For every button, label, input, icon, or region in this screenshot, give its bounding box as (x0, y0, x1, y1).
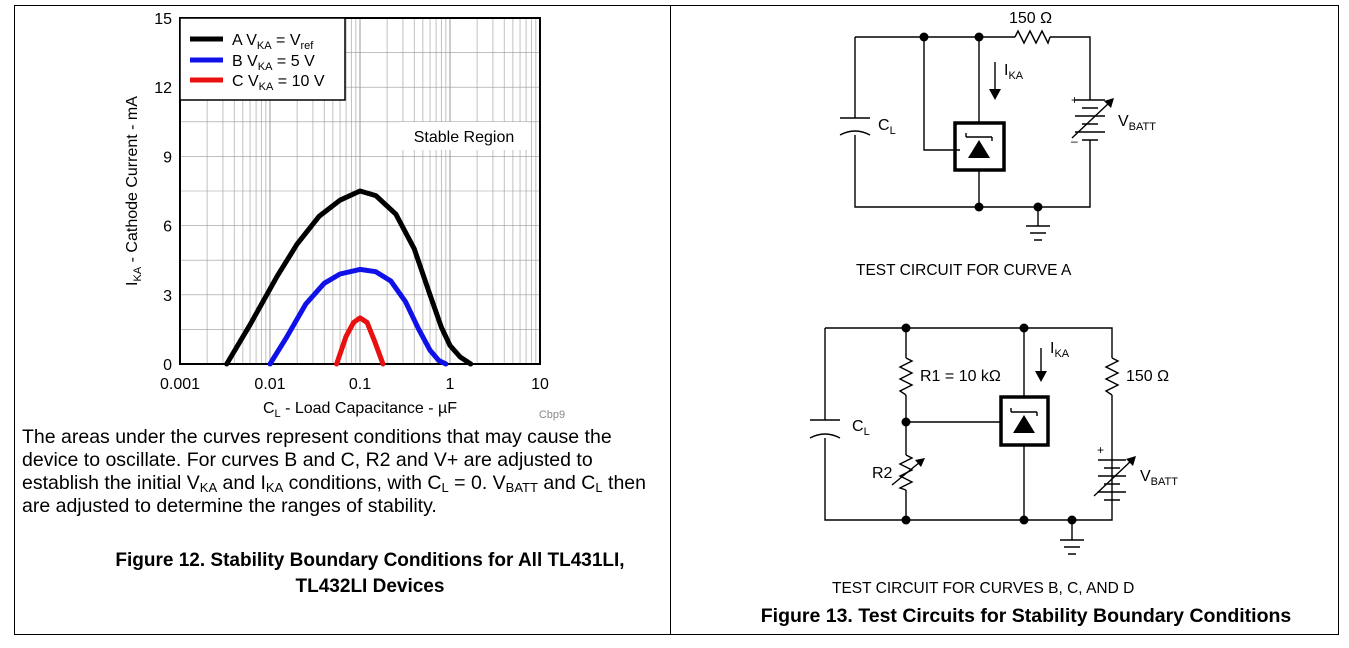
test-circuit-a (839, 29, 1114, 241)
circuit-b-res-label: 150 Ω (1126, 368, 1170, 385)
capacitor-plate-bottom-a (839, 130, 871, 136)
circuit-a-res-label: 150 Ω (1009, 10, 1053, 27)
circuit-a-vbatt-label: VBATT (1118, 113, 1156, 134)
y-tick-label: 0 (163, 357, 172, 374)
circuit-a-title: TEST CIRCUIT FOR CURVE A (856, 262, 1072, 279)
circuit-a-plus: + (1071, 93, 1079, 107)
circuit-b-title: TEST CIRCUIT FOR CURVES B, C, AND D (832, 580, 1135, 597)
stable-region-label: Stable Region (414, 129, 515, 146)
figure-13-title: Figure 13. Test Circuits for Stability B… (760, 605, 1292, 627)
resistor-r2 (898, 454, 914, 491)
circuit-b-ika-label: IKA (1050, 340, 1070, 361)
series-line-b (267, 266, 449, 367)
figure-12-title-line1: Figure 12. Stability Boundary Conditions… (115, 550, 625, 571)
chart-series (224, 188, 474, 367)
x-tick-label: 0.001 (160, 376, 200, 393)
legend-label-b: B VKA = 5 V (232, 53, 315, 73)
node-b6 (1067, 515, 1077, 525)
y-tick-label: 6 (163, 219, 172, 236)
capacitor-plate-bottom-b (809, 433, 841, 439)
diode-cathode-bar-b (1010, 408, 1038, 416)
series-line-a (224, 188, 474, 367)
resistor-r1 (898, 357, 914, 396)
circuit-a-cl-label: CL (878, 117, 896, 138)
battery-b (1098, 459, 1126, 501)
ground-symbol-a (1026, 225, 1050, 241)
ground-symbol-b (1060, 539, 1084, 555)
ika-arrowhead-a (989, 89, 1001, 100)
y-tick-label: 12 (154, 80, 172, 97)
tick-labels: 0.001 0.01 0.1 1 10 0 3 6 9 12 15 (154, 11, 549, 393)
wire-top-a (855, 36, 1091, 100)
figure-frame (14, 5, 1339, 635)
figure-12-title: Figure 12. Stability Boundary Conditions… (60, 548, 680, 600)
wire-ref-a (923, 37, 960, 151)
legend-label-a: A VKA = Vref (232, 32, 314, 52)
figure-12-caption: The areas under the curves represent con… (22, 426, 646, 517)
battery-a (1075, 99, 1105, 141)
figure-12-title-line2: TL432LI Devices (295, 576, 445, 597)
plot-frame (179, 17, 541, 365)
battery-adjust-arrow-b (1093, 459, 1133, 497)
node-a4 (1033, 202, 1043, 212)
node-b1 (901, 323, 911, 333)
resistor-150-b (1104, 357, 1120, 396)
wire-left-a (854, 37, 1091, 208)
stability-chart: 0.001 0.01 0.1 1 10 0 3 6 9 12 15 A VKA = Vref B V… (124, 11, 565, 421)
resistor-150-a (1014, 29, 1051, 45)
node-a2 (974, 32, 984, 42)
node-b5 (1019, 515, 1029, 525)
wire-top-b (824, 327, 1113, 521)
x-tick-label: 0.1 (349, 376, 371, 393)
node-b3 (901, 417, 911, 427)
circuit-b-r2-label: R2 (872, 465, 893, 482)
ika-arrowhead-b (1035, 371, 1047, 382)
y-tick-label: 15 (154, 11, 172, 28)
legend-label-c: C VKA = 10 V (232, 73, 325, 93)
circuit-b-plus: + (1097, 443, 1105, 457)
circuit-b-r1-label: R1 = 10 kΩ (920, 368, 1001, 385)
x-tick-label: 1 (446, 376, 455, 393)
x-tick-label: 0.01 (254, 376, 285, 393)
x-tick-label: 10 (531, 376, 549, 393)
circuit-b-minus: – (1097, 484, 1104, 498)
test-circuit-b (809, 323, 1136, 555)
circuit-b-vbatt-label: VBATT (1140, 468, 1178, 489)
panel-divider (670, 5, 672, 635)
y-tick-label: 9 (163, 149, 172, 166)
y-axis-label: IKA - Cathode Current - mA (124, 96, 144, 286)
circuit-a-ika-label: IKA (1004, 62, 1024, 83)
node-b2 (1019, 323, 1029, 333)
circuit-a-minus: – (1071, 134, 1078, 148)
reference-device-a (953, 121, 1006, 172)
battery-arrowhead-b (1126, 456, 1136, 466)
r2-adjust-arrow (891, 461, 921, 486)
battery-adjust-arrow-a (1071, 101, 1111, 139)
diode-triangle-a (968, 140, 990, 158)
diode-triangle-b (1013, 415, 1035, 433)
annotation-bg (400, 122, 528, 150)
reference-device-b (999, 395, 1050, 447)
legend: A VKA = Vref B VKA = 5 V C VKA = 10 V (179, 17, 346, 101)
x-axis-label: CL - Load Capacitance - µF (263, 400, 457, 420)
node-b4 (901, 515, 911, 525)
watermark: Cbp9 (539, 409, 565, 421)
r2-arrowhead (915, 458, 925, 467)
node-a3 (974, 202, 984, 212)
battery-arrowhead-a (1104, 98, 1114, 108)
diode-cathode-bar-a (965, 133, 993, 141)
series-line-c (334, 315, 386, 367)
circuit-b-cl-label: CL (852, 418, 870, 439)
node-a1 (919, 32, 929, 42)
y-tick-label: 3 (163, 288, 172, 305)
